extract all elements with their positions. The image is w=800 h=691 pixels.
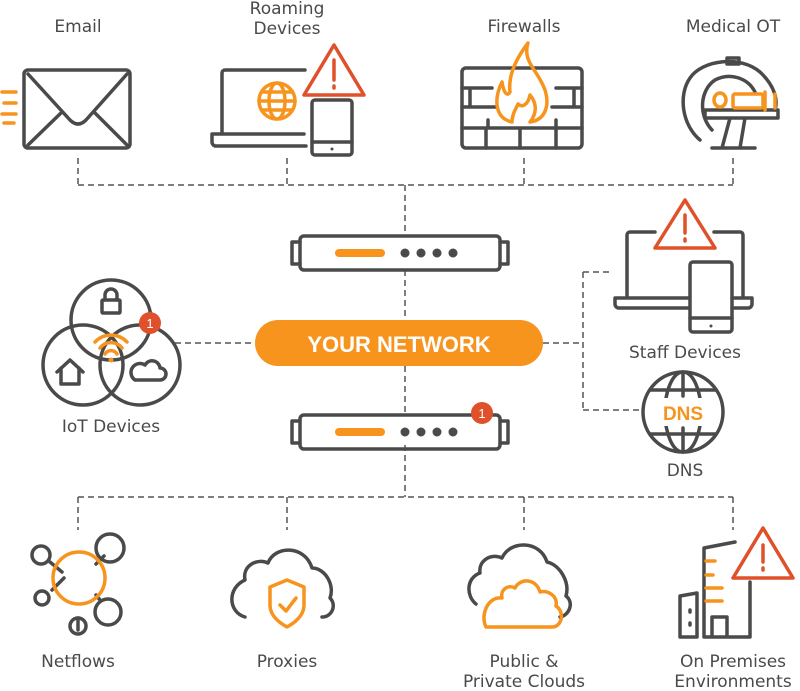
building-alert-icon xyxy=(678,526,795,639)
router-bottom: 1 xyxy=(290,402,510,451)
netflows-label: Netflows xyxy=(41,652,115,672)
email-label: Email xyxy=(54,17,101,37)
firewalls-label: Firewalls xyxy=(488,17,561,37)
laptop-phone-alert-icon xyxy=(613,198,754,334)
router-alert-count: 1 xyxy=(478,406,485,421)
on-premises-label-1: On Premises xyxy=(680,652,786,672)
mri-scanner-icon xyxy=(681,56,780,150)
cloud-shield-icon xyxy=(230,548,335,629)
on-premises-label-2: Environments xyxy=(674,672,792,691)
roaming-devices-label-2: Devices xyxy=(254,19,321,39)
your-network-node[interactable]: YOUR NETWORK xyxy=(255,320,543,366)
firewall-icon xyxy=(460,41,584,150)
router-top xyxy=(290,234,510,272)
cloud-icon xyxy=(467,543,572,629)
proxies-label: Proxies xyxy=(257,652,318,672)
envelope-icon xyxy=(0,68,132,150)
dns-label: DNS xyxy=(667,461,704,481)
alert-badge xyxy=(471,402,493,424)
dns-icon-text: DNS xyxy=(663,404,703,425)
iot-alert-count: 1 xyxy=(146,316,153,331)
iot-venn-icon: 1 xyxy=(41,278,182,407)
iot-devices-label: IoT Devices xyxy=(62,417,160,437)
roaming-devices-label-1: Roaming xyxy=(250,0,325,19)
medical-ot-label: Medical OT xyxy=(686,17,781,37)
laptop-phone-globe-icon xyxy=(210,43,366,157)
public-clouds-label-1: Public & xyxy=(490,652,559,672)
staff-devices-label: Staff Devices xyxy=(629,343,741,363)
connector-lines xyxy=(77,158,734,530)
public-clouds-label-2: Private Clouds xyxy=(463,672,585,691)
dns-globe-icon: DNS xyxy=(641,370,725,454)
netflow-nodes-icon xyxy=(30,532,126,636)
your-network-label: YOUR NETWORK xyxy=(307,332,490,357)
